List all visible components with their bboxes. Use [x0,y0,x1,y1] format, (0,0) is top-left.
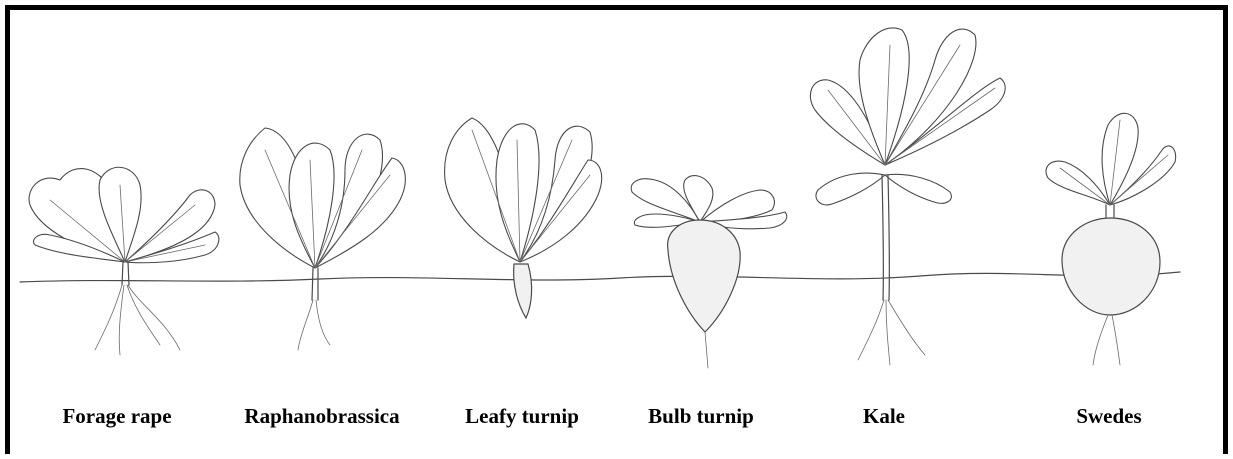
label-raphanobrassica: Raphanobrassica [244,404,399,429]
label-kale: Kale [863,404,905,429]
bulb-turnip-plant [631,176,787,368]
label-swedes: Swedes [1076,404,1141,429]
raphanobrassica-plant [240,128,406,350]
swedes-plant [1046,113,1176,365]
forage-rape-plant [29,167,219,355]
kale-plant [810,28,1005,365]
label-bulb-turnip: Bulb turnip [648,404,754,429]
soil-line [20,272,1180,282]
label-forage-rape: Forage rape [62,404,171,429]
leafy-turnip-plant [445,118,602,318]
label-leafy-turnip: Leafy turnip [465,404,579,429]
